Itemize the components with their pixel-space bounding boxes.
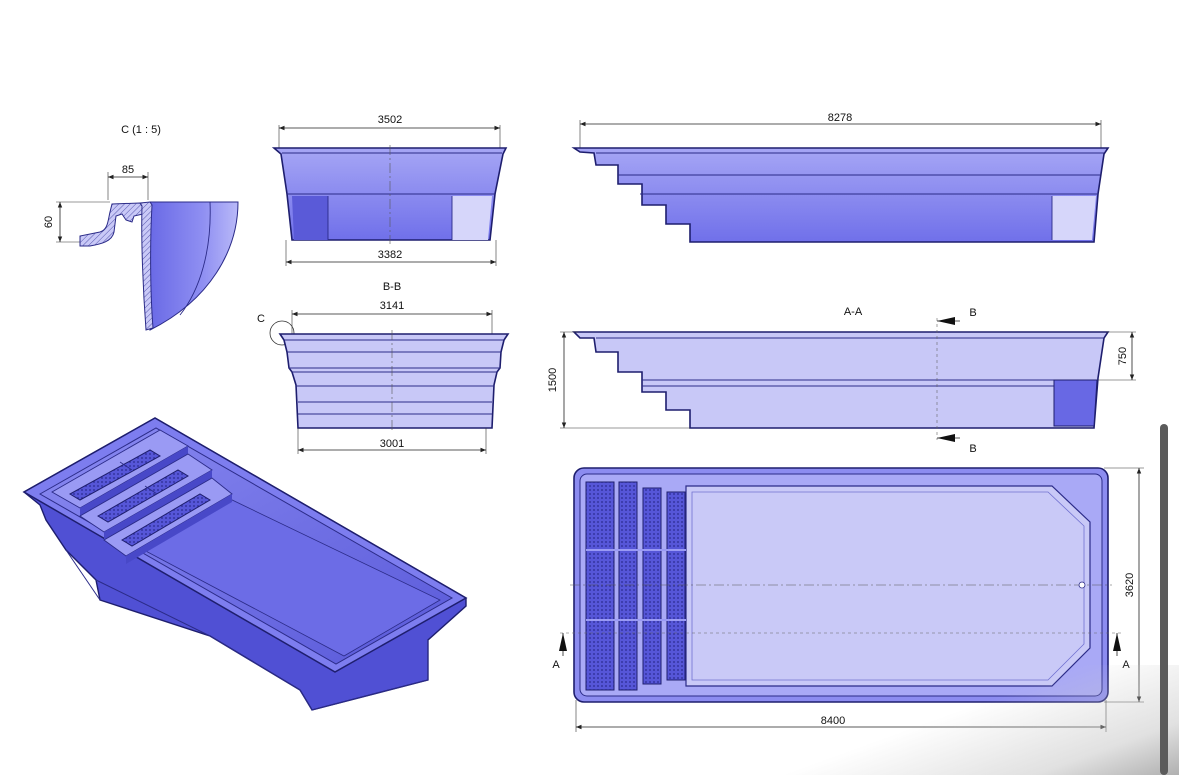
detail-c-view: C (1 : 5) 85 60 <box>43 124 239 331</box>
plan-width-dimension: 3620 <box>1124 573 1136 597</box>
detail-title: C (1 : 5) <box>121 124 161 136</box>
section-aa: A-A B B 1500 750 <box>547 306 1136 455</box>
side-view: 8278 <box>571 112 1110 243</box>
side-view-length-dimension: 8278 <box>828 112 852 124</box>
end-view-top-dimension: 3502 <box>378 114 402 126</box>
plan-step-panel <box>585 481 615 691</box>
end-view-bottom-dimension: 3382 <box>378 249 402 261</box>
detail-width-dimension: 85 <box>122 164 134 176</box>
section-aa-cut-top-label: B <box>969 307 976 319</box>
detail-lip-section <box>79 202 144 247</box>
section-bb-title: B-B <box>383 281 401 293</box>
page-corner-shadow <box>759 665 1179 775</box>
detail-c-marker: C <box>257 313 265 325</box>
plan-step-panel <box>642 487 662 685</box>
vertical-scrollbar[interactable] <box>1160 424 1168 775</box>
plan-step-panel <box>666 491 686 681</box>
section-bb-top-dimension: 3141 <box>380 300 404 312</box>
section-aa-depth-shallow: 750 <box>1117 347 1129 365</box>
section-bb-bottom-dimension: 3001 <box>380 438 404 450</box>
section-aa-title: A-A <box>844 306 863 318</box>
detail-height-dimension: 60 <box>43 216 55 228</box>
section-aa-depth-total: 1500 <box>547 368 559 392</box>
plan-step-panel <box>618 481 638 691</box>
isometric-view <box>22 417 468 711</box>
plan-cut-left-label: A <box>552 659 560 671</box>
section-aa-cut-bottom-label: B <box>969 443 976 455</box>
section-bb: B-B 3141 C 3001 <box>257 281 510 454</box>
plan-view: A A 3620 8400 <box>552 467 1144 732</box>
end-view: 3502 3382 <box>271 114 508 266</box>
